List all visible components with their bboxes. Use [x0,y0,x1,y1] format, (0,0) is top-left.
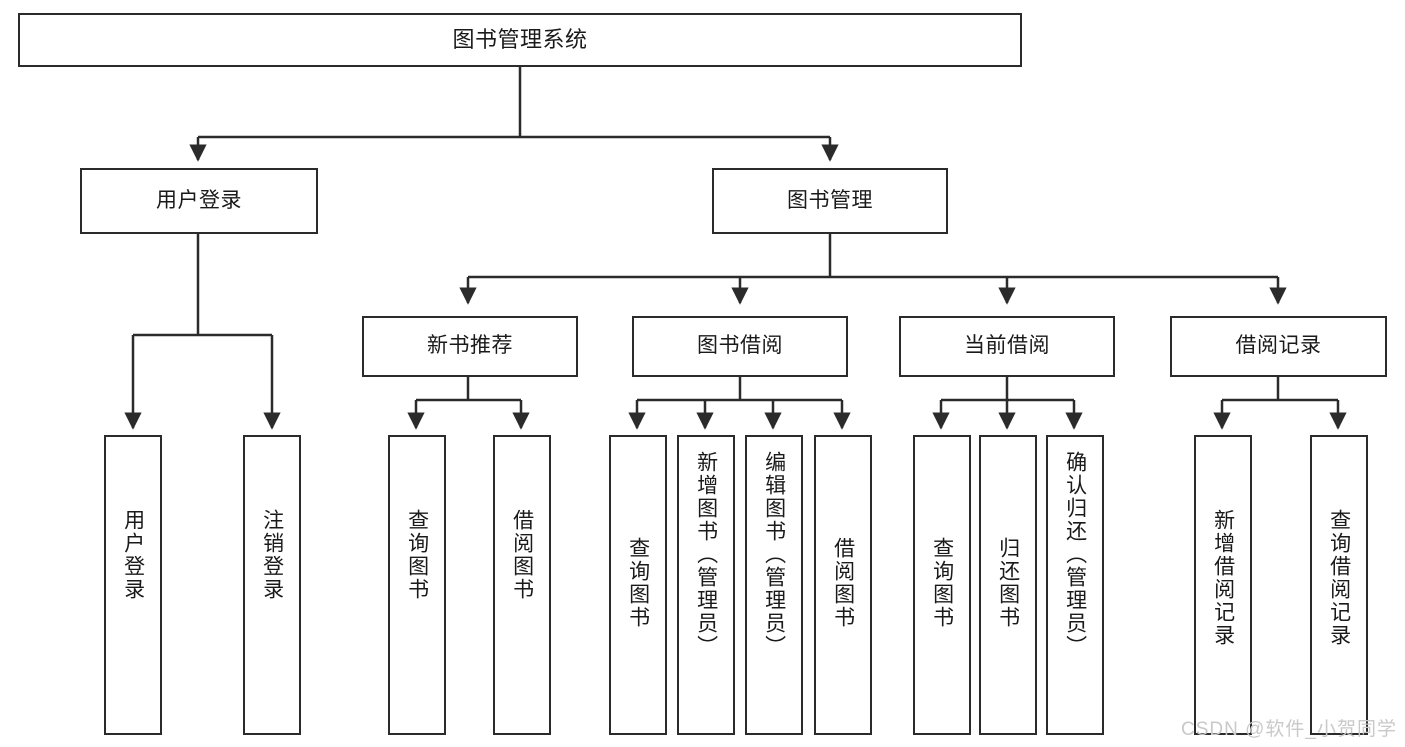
leaf-borrow-edit-book-admin[interactable]: 编辑图书（管理员） [745,435,803,735]
leaf-user-login[interactable]: 用户登录 [104,435,162,735]
leaf-borrow-add-book-admin[interactable]: 新增图书（管理员） [677,435,735,735]
node-borrow-record[interactable]: 借阅记录 [1170,316,1387,377]
watermark-text: CSDN @软件_小贺同学 [1181,719,1397,740]
node-label: 借阅记录 [1235,334,1322,358]
node-label: 查询图书 [930,537,954,629]
node-label: 图书管理系统 [452,27,588,53]
node-user-login[interactable]: 用户登录 [80,168,318,234]
node-label: 查询图书 [405,509,429,601]
node-book-management[interactable]: 图书管理 [712,168,948,234]
node-root-system[interactable]: 图书管理系统 [18,13,1022,67]
node-label: 借阅图书 [831,537,855,629]
node-new-book-recommend[interactable]: 新书推荐 [362,316,578,377]
node-label: 图书管理 [787,188,873,212]
leaf-recommend-borrow-book[interactable]: 借阅图书 [493,435,551,735]
leaf-current-confirm-return-admin[interactable]: 确认归还（管理员） [1046,435,1104,735]
leaf-borrow-borrow-book[interactable]: 借阅图书 [814,435,872,735]
node-book-borrow[interactable]: 图书借阅 [632,316,848,377]
node-label: 查询图书 [626,537,650,629]
leaf-borrow-query-book[interactable]: 查询图书 [609,435,667,735]
leaf-record-query-record[interactable]: 查询借阅记录 [1310,435,1368,735]
node-label: 编辑图书（管理员） [762,451,786,658]
node-label: 归还图书 [996,537,1020,629]
node-current-borrow[interactable]: 当前借阅 [899,316,1115,377]
leaf-recommend-query-book[interactable]: 查询图书 [388,435,446,735]
node-label: 新书推荐 [427,334,513,358]
node-label: 图书借阅 [697,334,783,358]
node-label: 新增借阅记录 [1211,509,1235,647]
leaf-current-query-book[interactable]: 查询图书 [913,435,971,735]
leaf-record-add-record[interactable]: 新增借阅记录 [1194,435,1252,735]
node-label: 注销登录 [260,509,284,601]
leaf-current-return-book[interactable]: 归还图书 [979,435,1037,735]
node-label: 用户登录 [121,509,145,601]
node-label: 确认归还（管理员） [1063,451,1087,658]
node-label: 当前借阅 [964,334,1050,358]
node-label: 借阅图书 [510,509,534,601]
node-label: 查询借阅记录 [1327,509,1351,647]
leaf-logout-login[interactable]: 注销登录 [243,435,301,735]
node-label: 新增图书（管理员） [694,451,718,658]
node-label: 用户登录 [156,188,242,212]
